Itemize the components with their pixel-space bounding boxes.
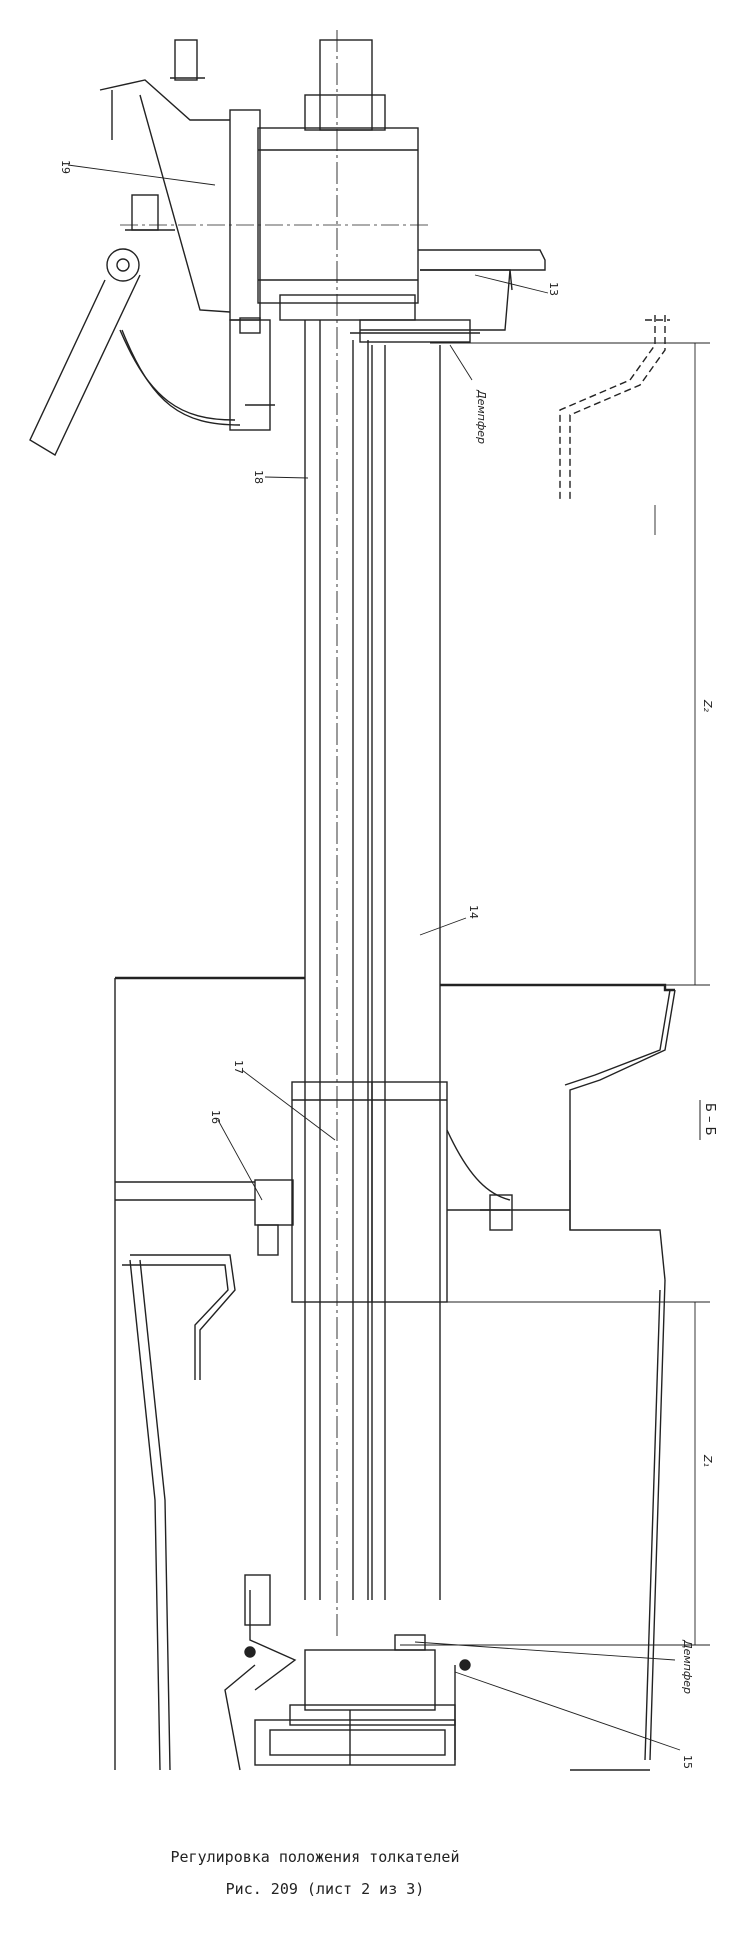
label-damper-bottom: Демпфер: [681, 1639, 694, 1694]
shaft-14: [371, 345, 441, 1600]
caption-figure: Рис. 209 (лист 2 из 3): [225, 1880, 425, 1898]
label-dimension-z1: Z₁: [701, 1454, 714, 1467]
label-part-15: 15: [681, 1755, 694, 1769]
coupling-17: [115, 1081, 571, 1380]
bottom-assembly: [224, 1574, 471, 1771]
dimension-z1: [400, 1302, 710, 1646]
label-part-17: 17: [232, 1060, 245, 1074]
dashed-profile: [559, 315, 670, 500]
lower-frame: [114, 976, 676, 1771]
upper-housing: [29, 39, 546, 456]
label-part-19: 19: [59, 160, 72, 174]
label-dimension-z2: Z₂: [701, 699, 714, 713]
label-damper-top: Демпфер: [475, 389, 488, 444]
label-section: Б – Б: [702, 1103, 717, 1136]
shaft-18: [304, 320, 369, 1600]
caption-title: Регулировка положения толкателей: [170, 1848, 460, 1866]
label-part-18: 18: [252, 470, 265, 484]
leader-lines: [67, 164, 681, 1751]
label-part-13: 13: [547, 282, 560, 296]
label-part-14: 14: [467, 905, 480, 919]
label-part-16: 16: [209, 1110, 222, 1124]
